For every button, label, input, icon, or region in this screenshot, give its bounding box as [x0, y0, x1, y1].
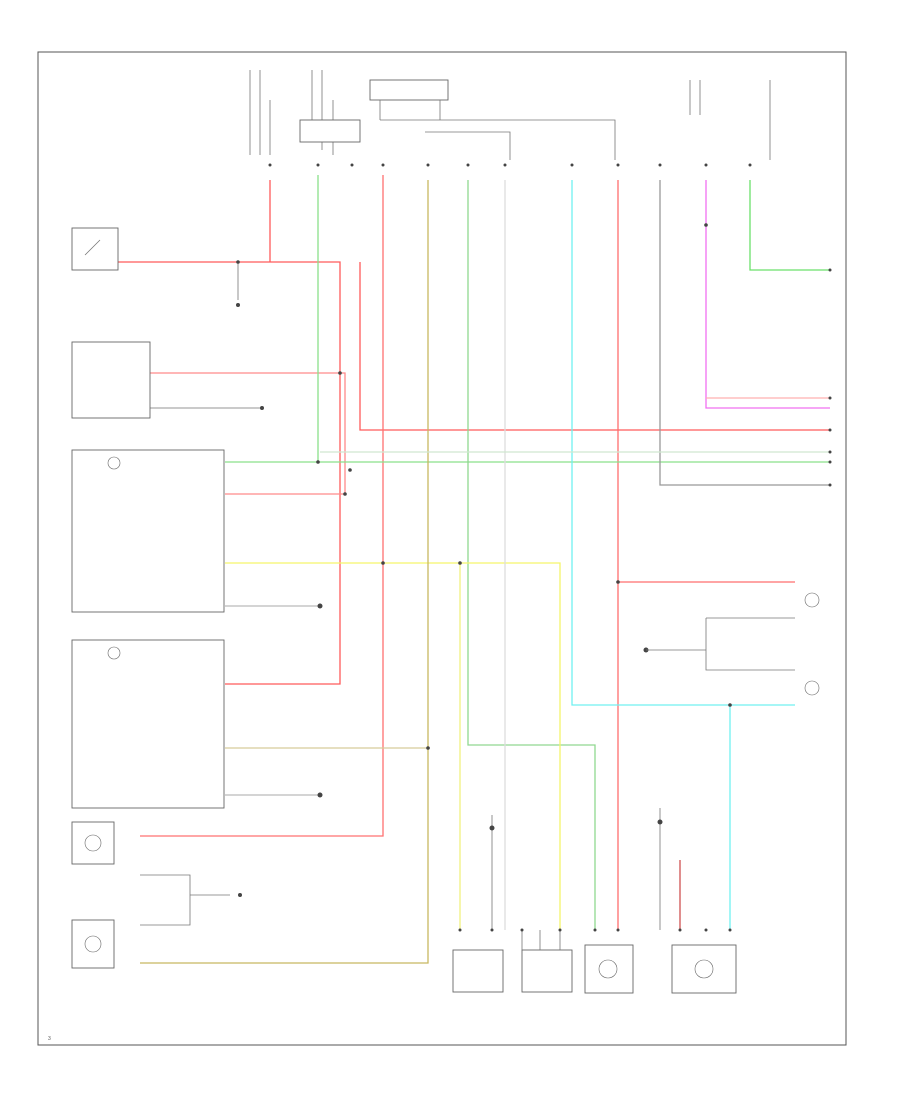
- left-license-plate-light: [452, 949, 504, 993]
- stop-light-switch-box: [71, 341, 151, 419]
- page-id: 3: [48, 1036, 51, 1042]
- wire-group: [118, 175, 830, 964]
- gray-wire-lower: [225, 605, 320, 796]
- green-wire-tail: [225, 175, 830, 463]
- right-components: [646, 268, 832, 696]
- right-side-marker-light: [804, 592, 820, 608]
- red-wire-bus: [359, 262, 830, 431]
- red-wire-main: [118, 180, 341, 685]
- right-side-turn-light: [804, 680, 820, 696]
- red-wire-stop: [150, 372, 346, 495]
- yellow-wire-backup: [225, 562, 561, 930]
- magenta-wire: [705, 180, 830, 409]
- right-license-plate-light: [521, 949, 573, 993]
- green-wire-right: [749, 180, 830, 271]
- olive-wire-main: [140, 180, 429, 964]
- ground-symbols: [236, 262, 649, 897]
- hazard-switch-box: [71, 227, 119, 271]
- bottom-components: [452, 808, 737, 994]
- connector-pin-row: [268, 163, 752, 167]
- diagram-border: [37, 51, 847, 1046]
- left-rear-combination-light-box: [71, 449, 225, 613]
- junction-dots: [236, 223, 732, 750]
- bottom-pin-row: [458, 928, 732, 932]
- left-components: [71, 227, 230, 969]
- cyan-wire-turn: [571, 180, 795, 930]
- gray-wire-ground: [659, 180, 830, 486]
- top-fuse-area: [249, 70, 771, 167]
- green-wire-lower: [467, 180, 596, 930]
- right-rear-combination-light-box: [71, 639, 225, 809]
- tail-light-relay-box: [369, 79, 449, 101]
- red-wire-lower: [140, 175, 384, 837]
- combination-switch-box: [299, 119, 361, 143]
